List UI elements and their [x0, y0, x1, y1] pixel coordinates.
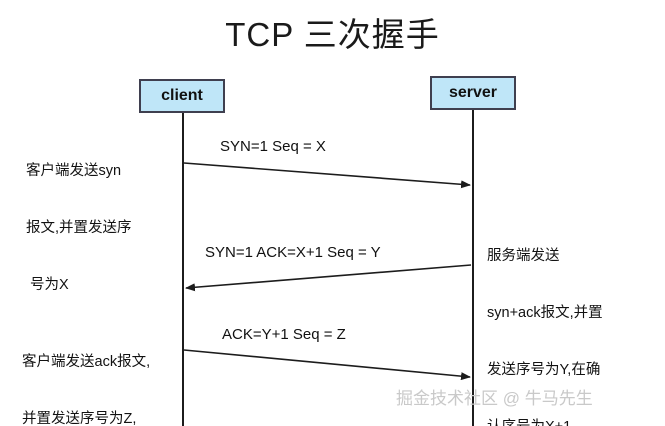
message-label-msg3: ACK=Y+1 Seq = Z: [222, 326, 346, 343]
node-box-client: client: [139, 79, 225, 113]
lifeline-client: [182, 113, 184, 426]
note-client-syn: 客户端发送syn 报文,并置发送序 号为X: [26, 124, 132, 333]
message-label-msg1: SYN=1 Seq = X: [220, 138, 326, 155]
note-line: 号为X: [26, 277, 69, 293]
note-line: 服务端发送: [487, 248, 560, 264]
note-line: 客户端发送syn: [26, 163, 122, 179]
arrow-msg2: [185, 264, 472, 292]
node-box-server: server: [430, 76, 516, 110]
note-line: 客户端发送ack报文,: [22, 354, 151, 370]
note-line: 发送序号为Y,在确: [487, 362, 601, 378]
arrow-msg1: [183, 162, 471, 189]
note-line: 报文,并置发送序: [26, 220, 132, 236]
watermark: 掘金技术社区 @ 牛马先生: [396, 389, 593, 408]
message-label-msg2: SYN=1 ACK=X+1 Seq = Y: [205, 244, 381, 261]
note-line: 并置发送序号为Z,: [22, 411, 137, 426]
lifeline-server: [472, 110, 474, 426]
note-client-ack: 客户端发送ack报文, 并置发送序号为Z, 在确认序号为Y+1: [22, 315, 150, 426]
note-line: 认序号为X+1: [487, 418, 603, 426]
node-label-client: client: [161, 87, 203, 104]
note-line: syn+ack报文,并置: [487, 305, 603, 321]
note-server-synack: 服务端发送 syn+ack报文,并置 发送序号为Y,在确 认序号为X+1: [487, 209, 603, 426]
arrow-msg3: [183, 349, 471, 381]
page-title: TCP 三次握手: [225, 16, 440, 53]
node-label-server: server: [448, 84, 498, 101]
